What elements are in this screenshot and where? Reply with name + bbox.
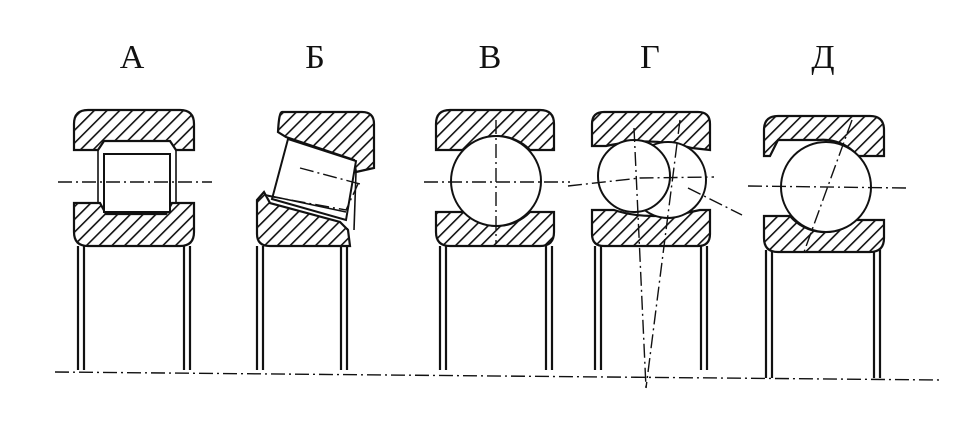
bearing-d-angular-contact-ball [747,114,907,378]
bearing-a-cylindrical-roller [58,108,212,370]
label-a: А [119,39,145,76]
bearing-v-deep-groove-ball [424,108,570,370]
label-v: В [478,39,502,76]
label-b: Б [305,39,325,76]
bearing-b-tapered-roller [255,110,376,370]
main-shaft-axis [54,371,941,381]
bearing-g-self-aligning-ball [567,110,743,389]
label-d: Д [811,39,835,76]
label-g: Г [640,39,660,76]
